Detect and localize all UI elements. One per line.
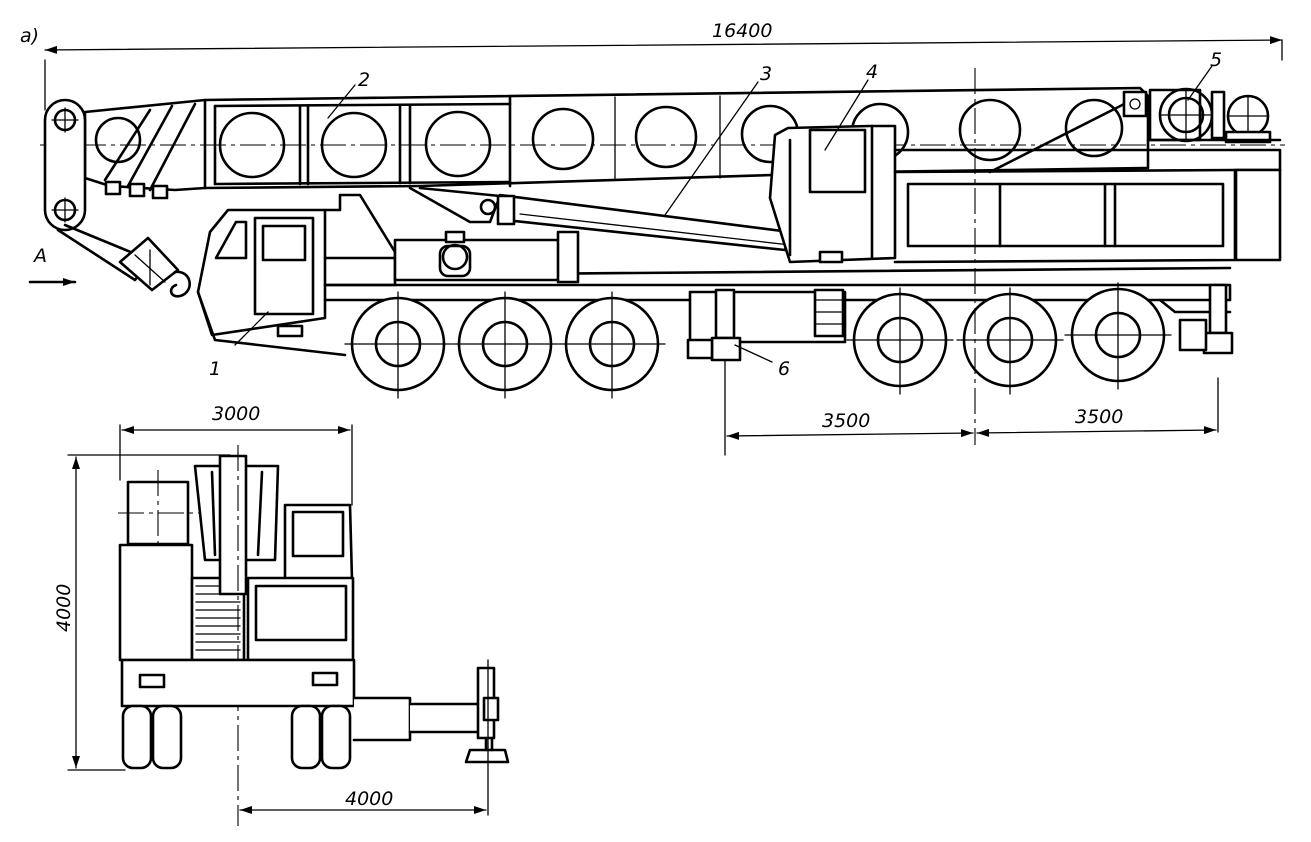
dimension-overall-length: 16400	[44, 20, 1283, 111]
operator-cab	[768, 124, 897, 264]
front-tyres	[121, 704, 352, 770]
wheel-6	[1064, 282, 1172, 390]
dim-label-outrigger-rear: 3500	[1075, 406, 1123, 428]
view-marker-label: A	[32, 245, 47, 267]
front-view: 3000 4000	[53, 403, 510, 826]
dim-label-overall-length: 16400	[712, 20, 772, 42]
dimension-height: 4000	[53, 454, 231, 771]
outrigger-rear-side	[1178, 283, 1234, 355]
side-view: 16400 а)	[20, 20, 1285, 456]
front-left-housing	[118, 543, 194, 662]
front-outrigger	[352, 659, 510, 816]
dimension-body-width: 3000	[119, 403, 353, 506]
wheels	[344, 282, 1172, 399]
figure-label: а)	[20, 25, 39, 47]
callout-4: 4	[866, 61, 878, 83]
dimension-outrigger-base: 3500 3500	[724, 359, 1219, 456]
front-operator-cab	[246, 503, 355, 662]
wheel-4	[846, 287, 954, 395]
callout-3: 3	[760, 63, 772, 85]
dim-label-outrigger-span: 4000	[345, 788, 393, 810]
chassis-cab	[196, 193, 397, 357]
wheel-3	[558, 291, 666, 399]
luffing-cylinder	[408, 186, 792, 252]
front-chassis	[120, 658, 356, 708]
dim-label-outrigger-front: 3500	[822, 410, 870, 432]
winch	[1146, 87, 1282, 144]
dim-label-height: 4000	[53, 584, 75, 632]
outrigger-front-side	[686, 288, 742, 362]
view-arrow-a: A	[28, 245, 77, 286]
boom-head-sheaves	[43, 98, 191, 298]
wheel-1	[344, 291, 452, 399]
wheel-5	[956, 287, 1064, 395]
boom	[83, 86, 1150, 200]
dimension-outrigger-span: 4000	[239, 788, 487, 814]
callouts: 1 2 3 4 5 6	[209, 49, 1222, 380]
callout-2: 2	[358, 69, 370, 91]
front-boom	[193, 445, 280, 826]
callout-5: 5	[1210, 49, 1222, 71]
callout-6: 6	[778, 358, 790, 380]
dim-label-body-width: 3000	[212, 403, 260, 425]
callout-1: 1	[209, 358, 221, 380]
superstructure	[893, 148, 1282, 264]
wheel-2	[451, 291, 559, 399]
